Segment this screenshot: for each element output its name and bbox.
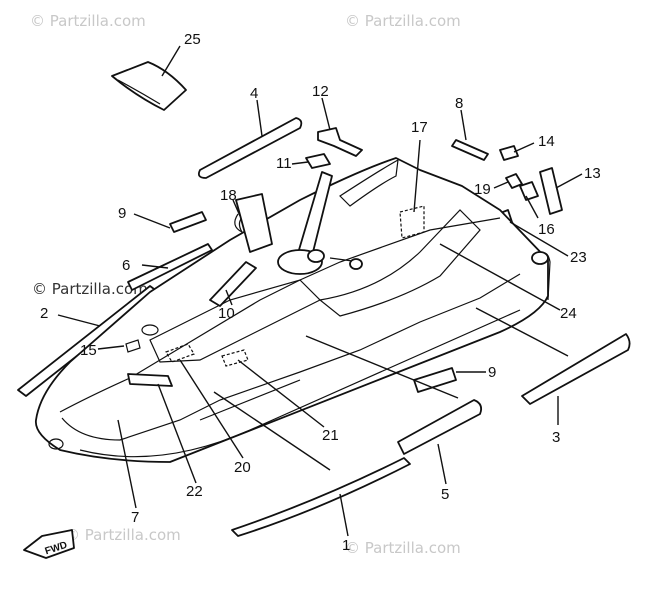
callout-15: 15: [80, 342, 97, 359]
part-16-decal: [519, 181, 539, 201]
leader-lines: [57, 45, 583, 537]
part-22-emblem: [127, 373, 173, 387]
callout-19: 19: [474, 181, 491, 198]
callout-22: 22: [186, 483, 203, 500]
part-21-dashed-decal: [221, 349, 249, 367]
part-13-decal: [539, 167, 563, 215]
part-14-decal: [499, 145, 519, 161]
callout-6: 6: [122, 257, 130, 274]
part-15-decal: [125, 339, 141, 353]
callout-20: 20: [234, 459, 251, 476]
part-12-decal: [317, 127, 363, 157]
part-25-cover: [111, 61, 187, 111]
part-9-upper-stripe: [169, 211, 207, 233]
callout-2: 2: [40, 305, 48, 322]
part-9-lower-emblem: [413, 367, 457, 393]
watermark-top-left: © Partzilla.com: [30, 12, 146, 30]
callout-9-lower: 9: [488, 364, 496, 381]
callout-9-upper: 9: [118, 205, 126, 222]
part-3-stripe: [521, 333, 631, 405]
part-4-stripe: [197, 117, 303, 179]
watermark-top-right: © Partzilla.com: [345, 12, 461, 30]
callout-24: 24: [560, 305, 577, 322]
part-19-decal: [505, 173, 523, 189]
callout-8: 8: [455, 95, 463, 112]
callout-12: 12: [312, 83, 329, 100]
callout-7: 7: [131, 509, 139, 526]
callout-23: 23: [570, 249, 587, 266]
forward-direction-arrow-icon: FWD: [23, 529, 75, 559]
callout-3: 3: [552, 429, 560, 446]
callout-25: 25: [184, 31, 201, 48]
part-1-stripe: [231, 457, 411, 537]
part-20-dashed-decal: [165, 343, 195, 363]
callout-10: 10: [218, 305, 235, 322]
callout-11: 11: [276, 155, 292, 172]
part-5-stripe: [397, 399, 483, 455]
watermark-bottom-right: © Partzilla.com: [345, 539, 461, 557]
part-6-stripe: [127, 243, 213, 291]
callout-13: 13: [584, 165, 601, 182]
callout-5: 5: [441, 486, 449, 503]
callout-16: 16: [538, 221, 555, 238]
part-10-vent: [209, 261, 257, 307]
callout-4: 4: [250, 85, 258, 102]
callout-17: 17: [411, 119, 428, 136]
part-17-dashed-decal: [399, 205, 425, 239]
callout-14: 14: [538, 133, 555, 150]
callout-1: 1: [342, 537, 350, 554]
watermark-bottom-left: © Partzilla.com: [65, 526, 181, 544]
callout-21: 21: [322, 427, 339, 444]
part-8-stripe: [451, 139, 489, 161]
watermark-mid-left: © Partzilla.com: [32, 280, 148, 298]
callout-18: 18: [220, 187, 237, 204]
part-11-decal: [305, 153, 331, 169]
